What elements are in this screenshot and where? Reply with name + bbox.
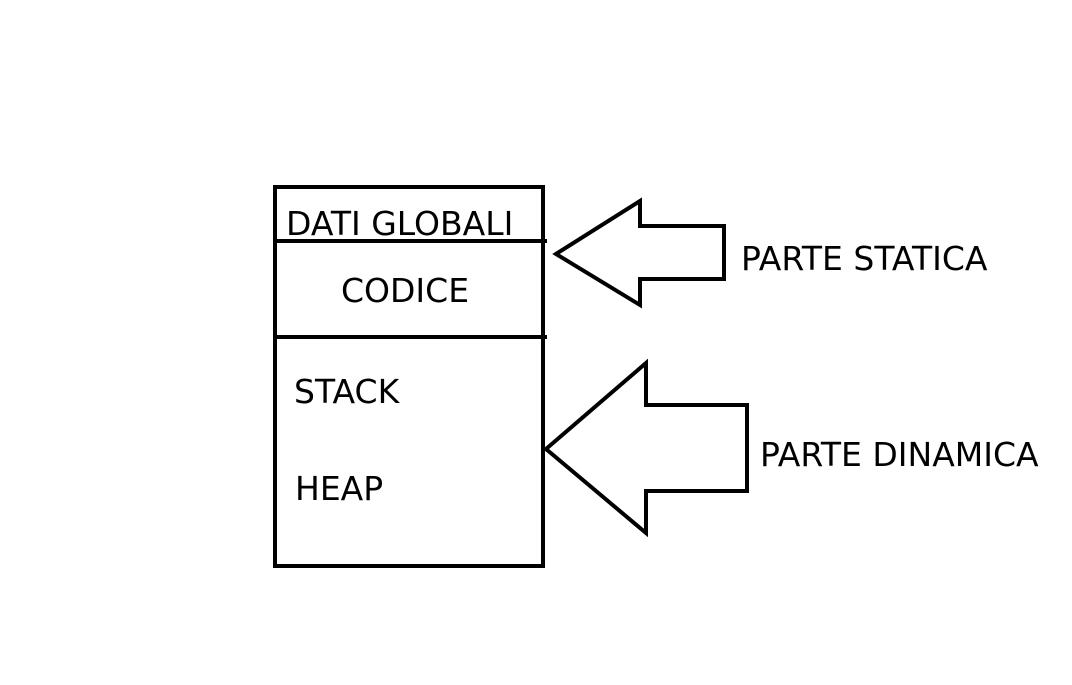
segment-label-code: CODICE <box>341 271 469 310</box>
annotation-static-part: PARTE STATICA <box>741 239 988 278</box>
annotation-dynamic-part: PARTE DINAMICA <box>760 435 1039 474</box>
segment-label-stack: STACK <box>294 372 401 411</box>
static-arrow-icon <box>552 197 726 309</box>
segment-label-heap: HEAP <box>295 469 383 508</box>
memory-block <box>273 185 545 568</box>
dynamic-arrow-icon <box>542 358 749 538</box>
segment-label-global-data: DATI GLOBALI <box>286 204 513 243</box>
